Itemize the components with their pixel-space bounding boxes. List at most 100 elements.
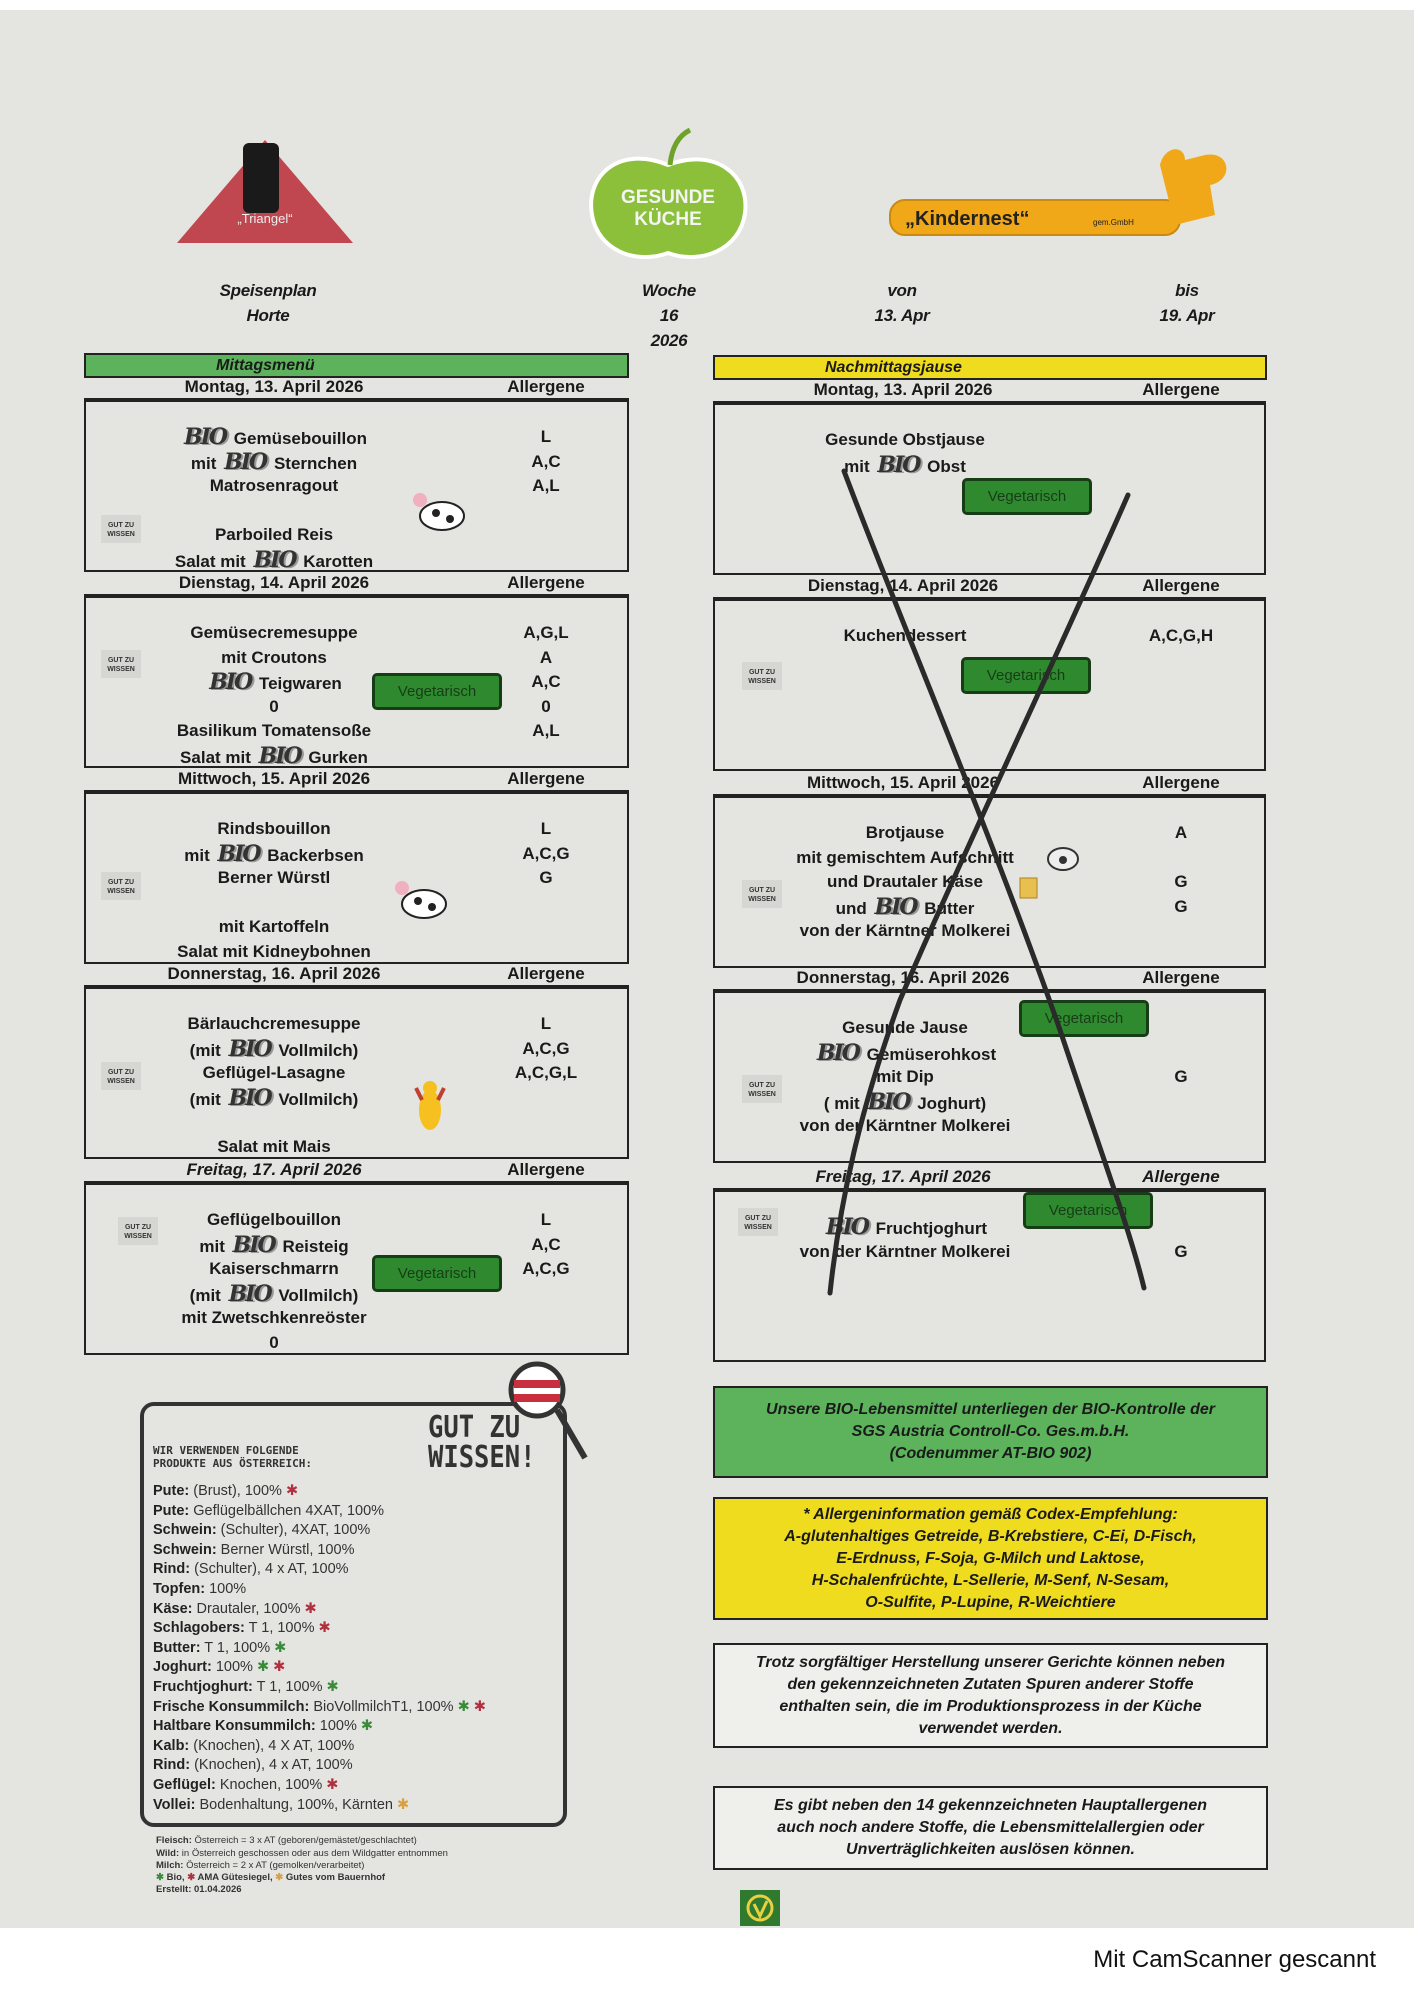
quality-mark-icon: ✱	[396, 1796, 410, 1813]
allergen-codes: L	[540, 1014, 552, 1033]
allergen-codes: A,C,G	[522, 843, 570, 863]
quality-mark-icon: ✱	[457, 1698, 474, 1715]
menu-item: (mit BIO Vollmilch)	[189, 1035, 359, 1062]
gut-zu-wissen-qr-icon[interactable]: GUT ZU WISSEN	[101, 1062, 141, 1090]
product-detail: T 1, 100%	[200, 1639, 275, 1656]
menu-item: mit BIO Sternchen	[190, 448, 358, 475]
menu-item: von der Kärntner Molkerei	[799, 1116, 1011, 1135]
product-origin-item: Rind: (Schulter), 4 x AT, 100%	[153, 1561, 349, 1577]
chicken-icon	[414, 1081, 446, 1130]
day-date: Dienstag, 14. April 2026	[178, 573, 370, 592]
gut-zu-wissen-qr-icon[interactable]: GUT ZU WISSEN	[101, 515, 141, 543]
vegetarian-badge: Vegetarisch	[1023, 1192, 1153, 1229]
quality-mark-icon: ✱	[473, 1698, 486, 1715]
gut-zu-wissen-qr-icon[interactable]: GUT ZU WISSEN	[101, 650, 141, 678]
gut-zu-wissen-qr-icon[interactable]: GUT ZU WISSEN	[101, 872, 141, 900]
gut-zu-wissen-qr-icon[interactable]: GUT ZU WISSEN	[742, 1075, 782, 1103]
menu-item: Gemüsecremesuppe	[190, 623, 358, 642]
allergen-column-label: Allergene	[1142, 1167, 1220, 1186]
product-origin-item: Schwein: (Schulter), 4XAT, 100%	[153, 1522, 370, 1538]
allergen-codes: A,C,G,L	[514, 1063, 578, 1082]
allergen-codes: L	[540, 427, 552, 446]
day-date: Freitag, 17. April 2026	[186, 1160, 362, 1179]
product-detail: (Schulter), 4 x AT, 100%	[190, 1561, 349, 1578]
product-origin-item: Schwein: Berner Würstl, 100%	[153, 1542, 354, 1558]
origin-footnote: Fleisch: Österreich = 3 x AT (geboren/ge…	[156, 1835, 417, 1846]
menu-item: Salat mit BIO Gurken	[180, 742, 368, 769]
allergen-codes: A,C,G	[522, 1038, 570, 1058]
menu-item: Bärlauchcremesuppe	[187, 1014, 361, 1033]
gut-zu-wissen-qr-icon[interactable]: GUT ZU WISSEN	[742, 662, 782, 690]
product-name: Fruchtjoghurt:	[153, 1679, 253, 1695]
quality-mark-icon: ✱	[360, 1718, 374, 1735]
allergen-codes: A	[539, 647, 553, 667]
menu-item: mit BIO Reisteig	[199, 1231, 349, 1258]
product-detail: (Knochen), 4 X AT, 100%	[189, 1737, 355, 1754]
created-date: Erstellt: 01.04.2026	[156, 1884, 242, 1895]
product-name: Rind:	[153, 1757, 191, 1774]
menu-item: Parboiled Reis	[214, 525, 334, 544]
allergen-codes: A,C,G	[522, 1259, 570, 1278]
menu-item: ( mit BIO Joghurt)	[823, 1088, 987, 1115]
svg-text:„Triangel“: „Triangel“	[237, 211, 292, 226]
vegetarian-badge: Vegetarisch	[372, 673, 502, 710]
allergen-column-label: Allergene	[1142, 380, 1220, 399]
gut-zu-wissen-qr-icon[interactable]: GUT ZU WISSEN	[738, 1208, 778, 1236]
product-origin-item: Vollei: Bodenhaltung, 100%, Kärnten ✱	[153, 1797, 409, 1813]
product-name: Kalb:	[153, 1737, 190, 1754]
bio-mark-icon: BIO	[228, 1035, 273, 1062]
menu-item: Rindsbouillon	[217, 819, 331, 838]
product-origin-item: Joghurt: 100% ✱ ✱	[153, 1659, 285, 1675]
bio-mark-icon: BIO	[867, 1088, 911, 1115]
svg-text:KÜCHE: KÜCHE	[634, 209, 702, 230]
scanner-footer: Mit CamScanner gescannt	[1093, 1946, 1376, 1973]
product-name: Rind:	[153, 1561, 191, 1578]
allergen-codes: A,G,L	[523, 623, 569, 642]
menu-item: Salat mit Kidneybohnen	[177, 941, 371, 961]
product-detail: (Knochen), 4 x AT, 100%	[190, 1757, 353, 1774]
day-date: Mittwoch, 15. April 2026	[806, 773, 1000, 792]
product-detail: BioVollmilchT1, 100%	[309, 1698, 458, 1715]
allergen-codes: A	[1174, 823, 1188, 842]
gut-zu-wissen-qr-icon[interactable]: GUT ZU WISSEN	[742, 880, 782, 908]
day-date: Dienstag, 14. April 2026	[807, 576, 999, 595]
svg-text:GESUNDE: GESUNDE	[621, 187, 715, 208]
bio-control-notice: Unsere BIO-Lebensmittel unterliegen der …	[713, 1386, 1268, 1478]
allergen-legend: * Allergeninformation gemäß Codex-Empfeh…	[713, 1497, 1268, 1620]
product-origin-item: Frische Konsummilch: BioVollmilchT1, 100…	[153, 1699, 486, 1715]
bio-mark-icon: BIO	[816, 1039, 861, 1066]
product-name: Schwein:	[153, 1522, 217, 1539]
menu-item: 0	[269, 696, 279, 716]
menu-item: mit gemischtem Aufschnitt	[796, 847, 1014, 867]
menu-item: mit Kartoffeln	[218, 917, 330, 936]
quality-mark-icon: ✱	[304, 1600, 317, 1617]
allergen-codes: G	[1174, 1067, 1188, 1086]
day-date: Donnerstag, 16. April 2026	[167, 964, 381, 983]
allergen-codes: G	[1174, 1241, 1188, 1261]
svg-text:gem.GmbH: gem.GmbH	[1093, 218, 1134, 227]
product-detail: 100%	[315, 1718, 361, 1735]
allergen-codes: A,C	[531, 672, 561, 691]
menu-item: und BIO Butter	[835, 893, 975, 920]
snack-section-bar: Nachmittagsjause	[713, 355, 1267, 380]
product-detail: Geflügelbällchen 4XAT, 100%	[189, 1502, 385, 1519]
product-detail: Knochen, 100%	[215, 1777, 327, 1793]
allergen-codes: A,C,G,H	[1148, 626, 1214, 645]
menu-item: Kuchendessert	[843, 626, 967, 645]
product-name: Geflügel:	[153, 1777, 216, 1793]
bio-mark-icon: BIO	[825, 1214, 870, 1240]
gut-zu-wissen-qr-icon[interactable]: GUT ZU WISSEN	[118, 1217, 158, 1245]
bio-mark-icon: BIO	[877, 451, 921, 478]
menu-item: mit BIO Backerbsen	[184, 840, 364, 867]
product-detail: 100%	[205, 1581, 247, 1597]
product-origin-item: Schlagobers: T 1, 100% ✱	[153, 1620, 331, 1636]
